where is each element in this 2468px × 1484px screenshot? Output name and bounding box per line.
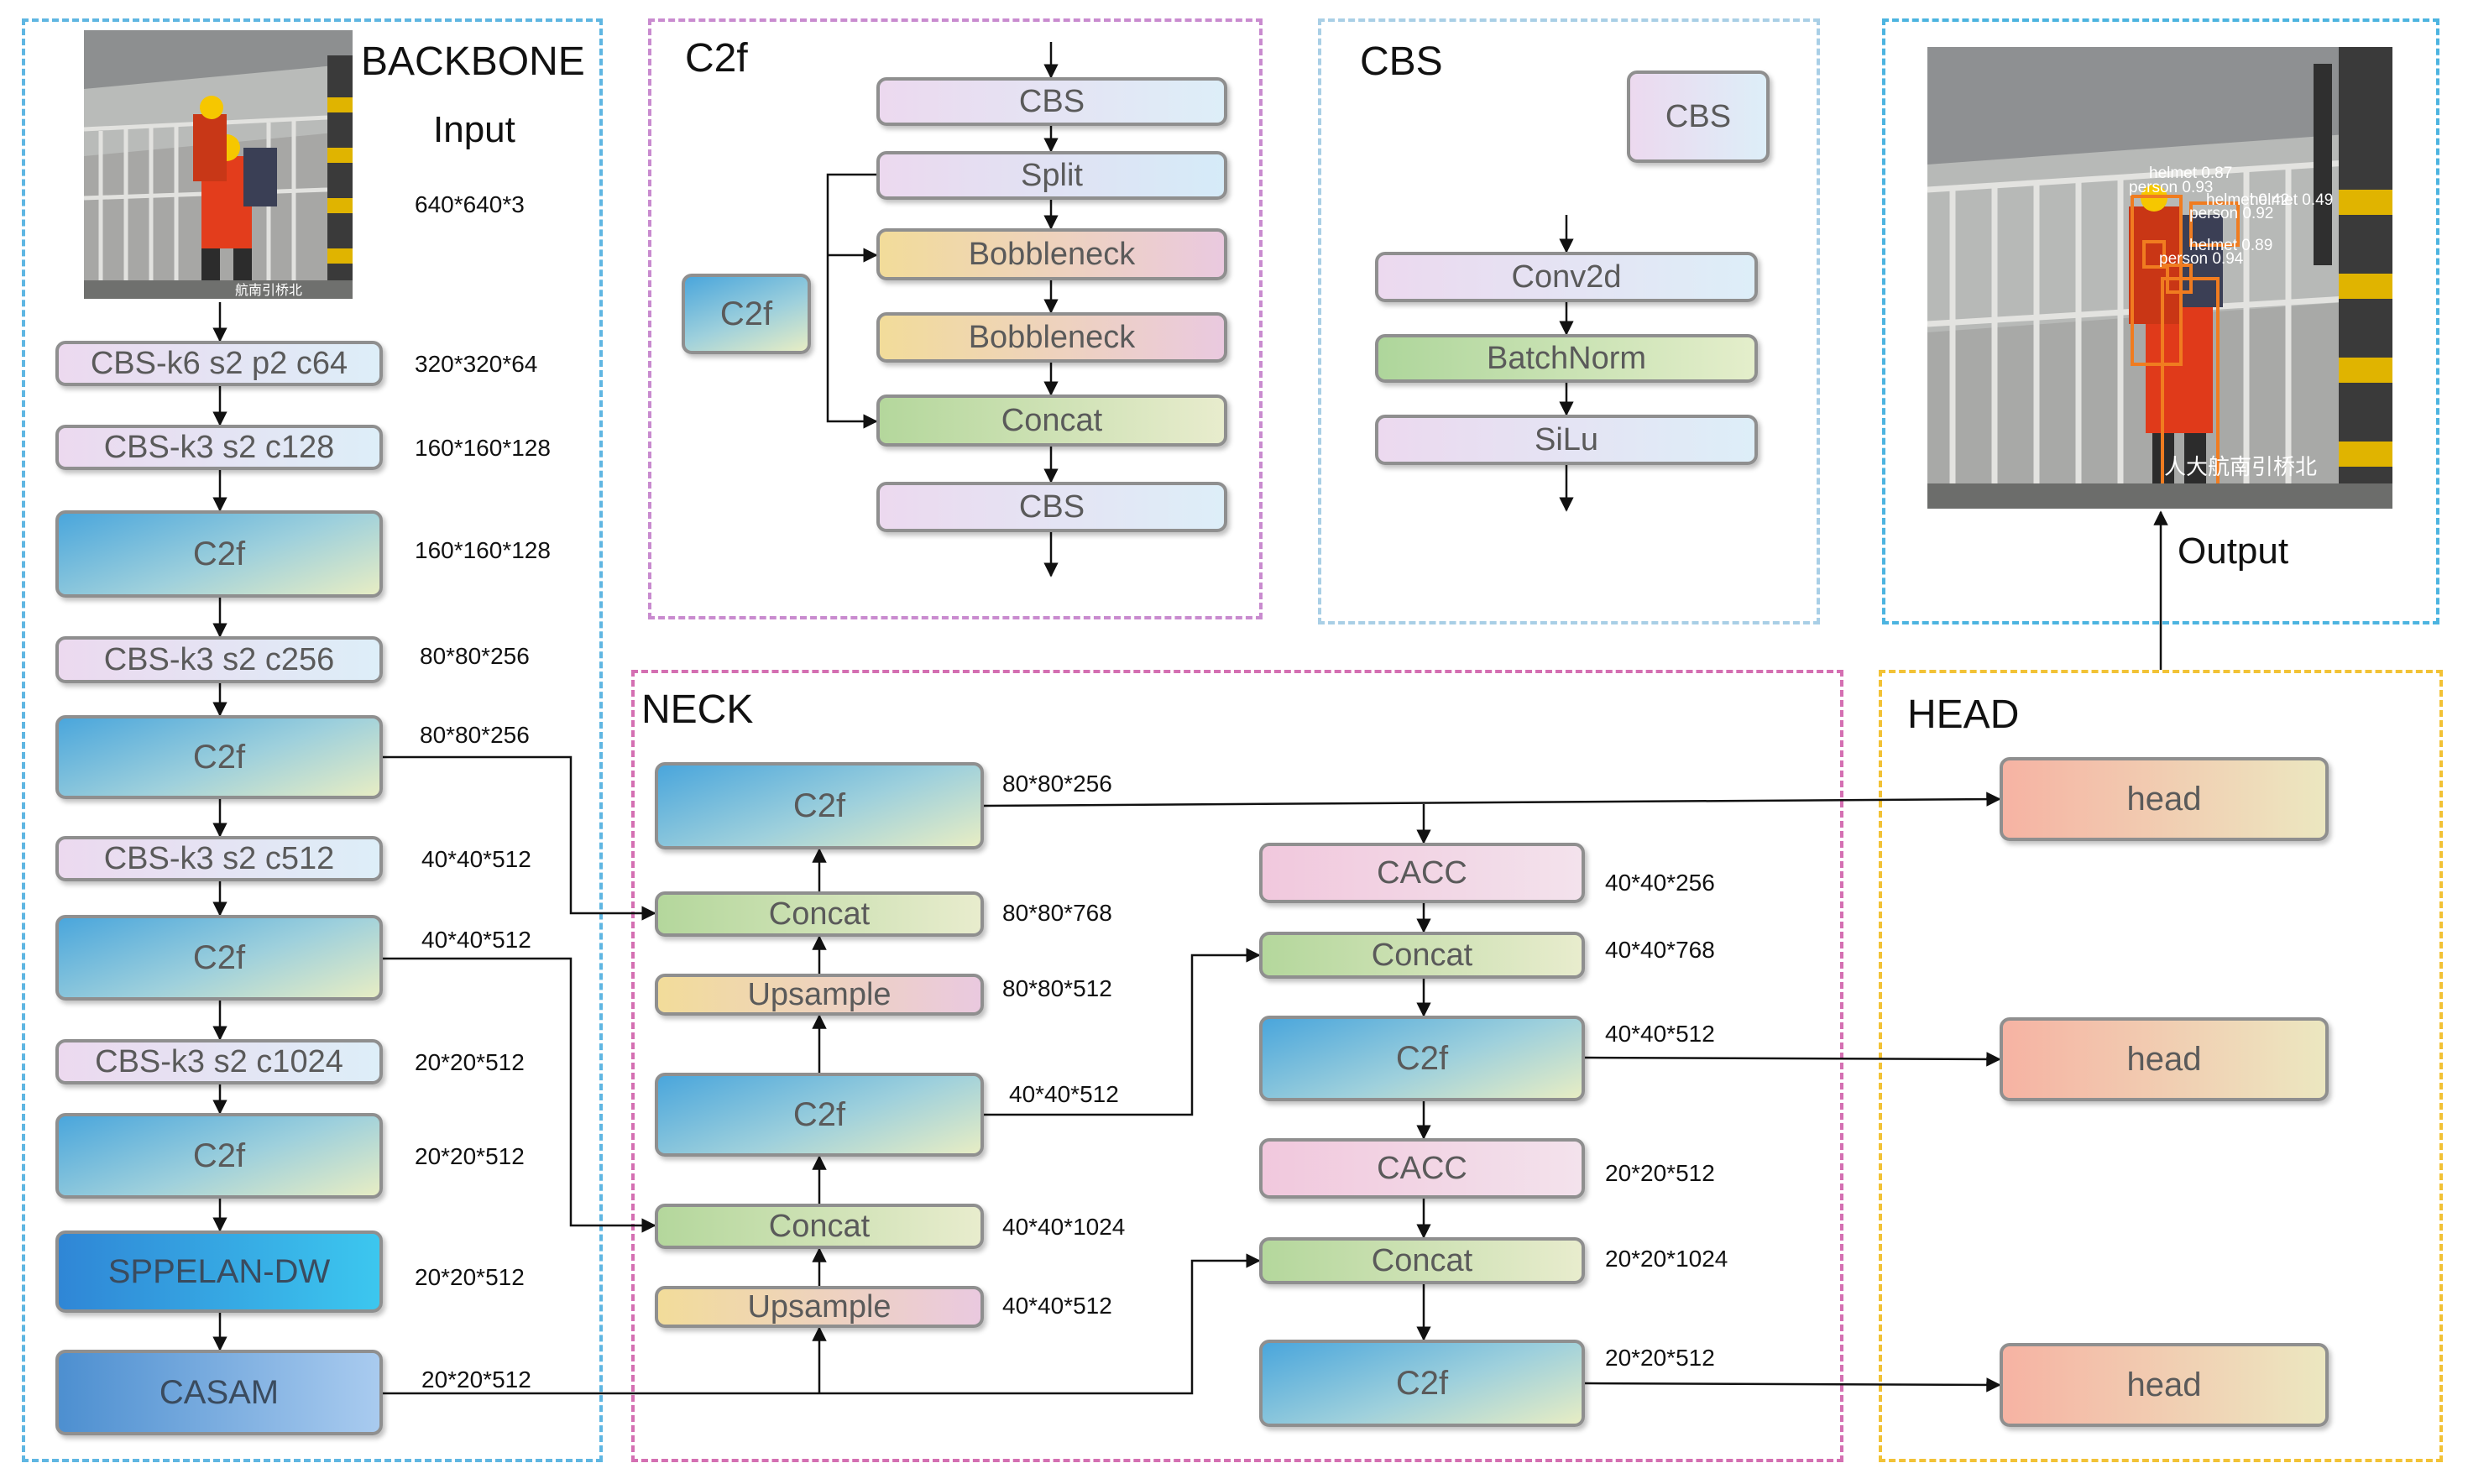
neck-c2f-right-2: C2f	[1259, 1340, 1585, 1427]
backbone-dim-4: 80*80*256	[420, 643, 530, 669]
neck-concat-3: Concat	[1259, 932, 1585, 979]
neck-upsample-2: Upsample	[655, 1286, 984, 1328]
backbone-dim-3: 160*160*128	[415, 537, 551, 563]
neck-dim-cacc-2: 20*20*512	[1605, 1160, 1715, 1186]
neck-dim-c2f-mid: 40*40*512	[1009, 1081, 1119, 1107]
neck-title: NECK	[641, 687, 754, 732]
head-block-1: head	[2000, 757, 2329, 841]
output-watermark: 人大航南引桥北	[2164, 454, 2318, 479]
neck-cacc-1: CACC	[1259, 843, 1585, 903]
input-image: 航南引桥北	[84, 30, 353, 299]
neck-concat-4: Concat	[1259, 1237, 1585, 1284]
detection-label-3: helmet 0.49	[2250, 191, 2334, 209]
detection-label-1: helmet 0.87	[2149, 165, 2233, 182]
backbone-title: BACKBONE	[361, 39, 585, 84]
backbone-c2f-1: C2f	[55, 510, 383, 598]
neck-dim-concat-4: 20*20*1024	[1605, 1246, 1728, 1272]
c2f-detail-title: C2f	[685, 36, 748, 81]
output-image: helmet 0.87 person 0.93 helmet 0.49 helm…	[1927, 47, 2392, 509]
neck-dim-c2f-top: 80*80*256	[1002, 771, 1112, 797]
cbs-detail-silu: SiLu	[1375, 415, 1758, 465]
detection-label-2: person 0.93	[2129, 179, 2214, 196]
backbone-dim-1: 320*320*64	[415, 351, 538, 377]
input-dim: 640*640*3	[415, 191, 525, 217]
neck-dim-c2f-right-1: 40*40*512	[1605, 1021, 1715, 1047]
neck-dim-upsample-1: 80*80*512	[1002, 975, 1112, 1001]
neck-concat-2: Concat	[655, 1204, 984, 1249]
detection-label-6: helmet 0.89	[2189, 237, 2273, 254]
backbone-dim-9: 20*20*512	[415, 1143, 525, 1169]
backbone-dim-7: 40*40*512	[421, 927, 531, 953]
backbone-dim-8: 20*20*512	[415, 1049, 525, 1075]
head-panel	[1879, 670, 2443, 1462]
input-label: Input	[433, 109, 515, 150]
backbone-dim-11: 20*20*512	[421, 1366, 531, 1393]
backbone-cbs-c512: CBS-k3 s2 c512	[55, 836, 383, 881]
neck-panel	[631, 670, 1843, 1462]
backbone-c2f-2: C2f	[55, 715, 383, 799]
neck-c2f-mid: C2f	[655, 1073, 984, 1157]
input-watermark: 航南引桥北	[235, 284, 303, 298]
backbone-cbs-c1024: CBS-k3 s2 c1024	[55, 1039, 383, 1084]
backbone-panel	[22, 18, 603, 1462]
neck-dim-concat-1: 80*80*768	[1002, 900, 1112, 926]
neck-dim-concat-2: 40*40*1024	[1002, 1214, 1126, 1240]
c2f-detail-cbs-top: CBS	[876, 77, 1227, 126]
backbone-casam: CASAM	[55, 1350, 383, 1435]
cbs-detail-conv2d: Conv2d	[1375, 252, 1758, 302]
c2f-detail-bobbleneck-1: Bobbleneck	[876, 228, 1227, 280]
head-block-2: head	[2000, 1017, 2329, 1101]
neck-dim-cacc-1: 40*40*256	[1605, 870, 1715, 896]
detection-label-5: person 0.92	[2189, 205, 2274, 222]
c2f-detail-side-block: C2f	[682, 274, 811, 354]
neck-dim-c2f-right-2: 20*20*512	[1605, 1345, 1715, 1371]
c2f-detail-bobbleneck-2: Bobbleneck	[876, 312, 1227, 363]
backbone-cbs-c256: CBS-k3 s2 c256	[55, 636, 383, 683]
neck-dim-concat-3: 40*40*768	[1605, 937, 1715, 963]
backbone-dim-10: 20*20*512	[415, 1264, 525, 1290]
backbone-dim-5: 80*80*256	[420, 722, 530, 748]
c2f-panel	[648, 18, 1263, 619]
backbone-dim-2: 160*160*128	[415, 435, 551, 461]
cbs-detail-title: CBS	[1360, 39, 1443, 84]
neck-upsample-1: Upsample	[655, 974, 984, 1016]
neck-concat-1: Concat	[655, 891, 984, 937]
backbone-sppelan-dw: SPPELAN-DW	[55, 1231, 383, 1313]
cbs-detail-batchnorm: BatchNorm	[1375, 334, 1758, 383]
neck-dim-upsample-2: 40*40*512	[1002, 1293, 1112, 1319]
backbone-cbs-k6: CBS-k6 s2 p2 c64	[55, 341, 383, 386]
c2f-detail-split: Split	[876, 151, 1227, 200]
detection-label-7: person 0.94	[2159, 250, 2244, 268]
c2f-detail-cbs-bottom: CBS	[876, 482, 1227, 532]
backbone-cbs-c128: CBS-k3 s2 c128	[55, 425, 383, 470]
cbs-detail-top-block: CBS	[1627, 71, 1770, 163]
head-block-3: head	[2000, 1343, 2329, 1427]
c2f-detail-concat: Concat	[876, 395, 1227, 447]
neck-c2f-top: C2f	[655, 762, 984, 849]
cbs-panel	[1318, 18, 1820, 624]
backbone-c2f-4: C2f	[55, 1113, 383, 1199]
neck-c2f-right-1: C2f	[1259, 1016, 1585, 1101]
backbone-c2f-3: C2f	[55, 915, 383, 1001]
detection-label-4: helmet 0.42	[2206, 191, 2290, 209]
backbone-dim-6: 40*40*512	[421, 846, 531, 872]
output-label: Output	[2178, 530, 2289, 572]
neck-cacc-2: CACC	[1259, 1138, 1585, 1199]
head-title: HEAD	[1907, 692, 2020, 737]
